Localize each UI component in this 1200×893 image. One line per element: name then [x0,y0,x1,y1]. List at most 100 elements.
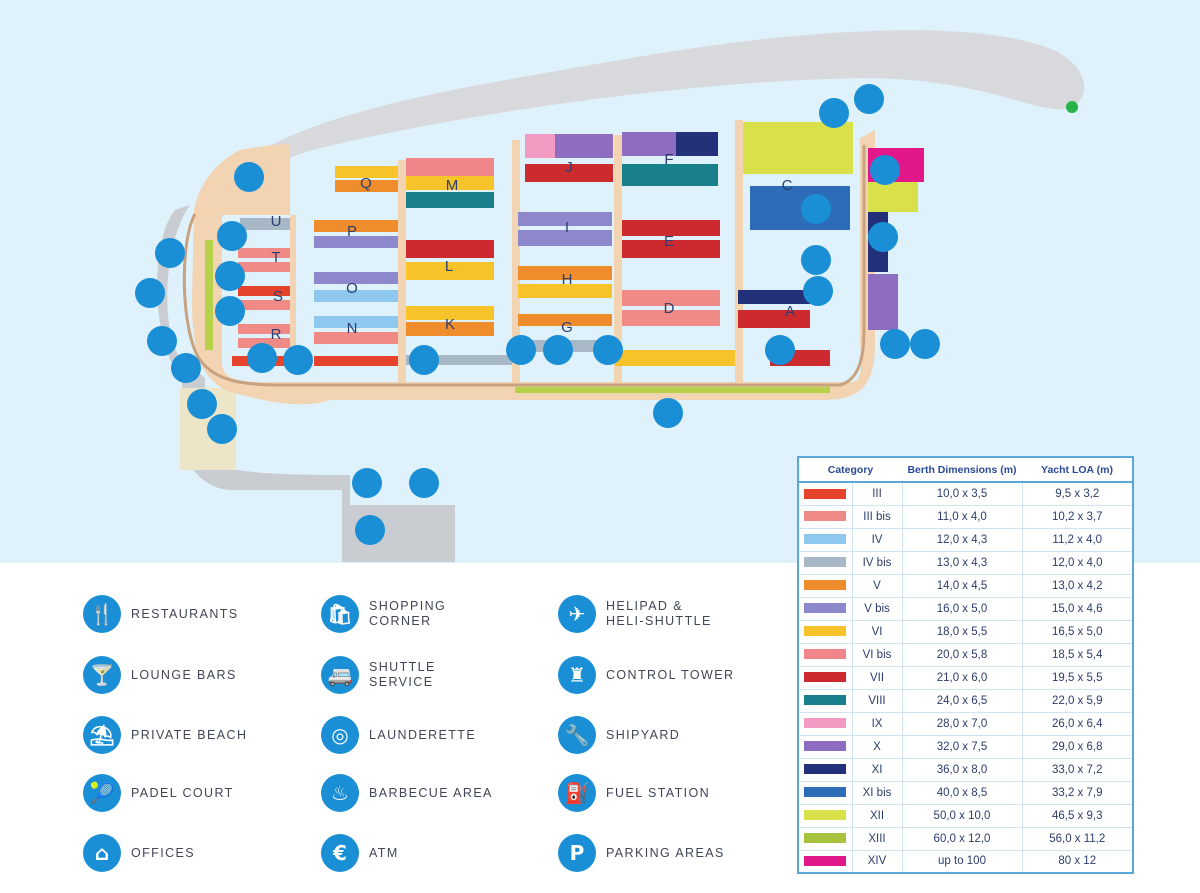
category-swatch-cell [798,689,853,713]
berth-block [518,314,612,326]
category-color-swatch [804,649,847,660]
berth-dimensions-cell: 21,0 x 6,0 [902,666,1023,690]
category-color-swatch [804,856,847,867]
berth-block [406,262,494,280]
restaurant-icon [880,329,910,359]
pier-spine [735,120,743,382]
berth-dimensions-header: Berth Dimensions (m) [902,457,1022,483]
legend-label: ATM [369,845,399,860]
yacht-loa-cell: 29,0 x 6,8 [1022,735,1133,759]
legend-item: ♨BARBECUE AREA [321,771,493,815]
berth-dimensions-cell: up to 100 [902,850,1023,874]
pier-letter: U [271,213,282,230]
legend-item: 🍸LOUNGE BARS [83,653,237,697]
restaurant-icon [543,335,573,365]
category-color-swatch [804,557,847,568]
category-cell: XIV [852,850,903,874]
category-cell: XII [852,804,903,828]
legend-label: OFFICES [131,845,195,860]
berth-block [314,356,398,366]
pier-letter: R [271,326,282,343]
atm-icon [506,335,536,365]
control-tower-icon: ♜ [558,656,596,694]
category-color-swatch [804,787,847,798]
restaurant-icon: 🍴 [83,595,121,633]
yacht-loa-cell: 56,0 x 11,2 [1022,827,1133,851]
parking-icon [868,222,898,252]
berth-dimensions-cell: 24,0 x 6,5 [902,689,1023,713]
berth-dimensions-cell: 20,0 x 5,8 [902,643,1023,667]
category-swatch-cell [798,620,853,644]
launderette-icon: ◎ [321,716,359,754]
shopping-icon [147,326,177,356]
parking-icon [355,515,385,545]
berth-block [622,310,720,326]
berth-block [406,192,494,208]
berth-dimensions-cell: 18,0 x 5,5 [902,620,1023,644]
marina-promenade [192,130,875,405]
yacht-loa-cell: 33,0 x 7,2 [1022,758,1133,782]
pier-letter: Q [360,175,372,192]
berth-dimensions-cell: 40,0 x 8,5 [902,781,1023,805]
berth-block [238,248,290,258]
berth-block [314,236,398,248]
restaurant-icon [409,345,439,375]
legend-label: PARKING AREAS [606,845,725,860]
category-swatch-cell [798,666,853,690]
category-swatch-cell [798,482,853,506]
pier-letter: H [562,271,573,288]
yacht-loa-cell: 80 x 12 [1022,850,1133,874]
pier-letter: G [561,319,573,336]
breakwater-light [1066,101,1078,113]
category-color-swatch [804,810,847,821]
barbecue-icon: ♨ [321,774,359,812]
green-strip [205,240,213,350]
shopping-icon: 🛍 [321,595,359,633]
category-color-swatch [804,695,847,706]
legend-item: 🚐SHUTTLE SERVICE [321,653,436,697]
legend-item: 🎾PADEL COURT [83,771,234,815]
berth-block [238,286,290,296]
pier-letter: J [565,159,573,176]
pier-letter: M [446,177,459,194]
pier-letter: O [346,280,358,297]
helipad-icon [409,468,439,498]
pier-letter: P [347,223,357,240]
berth-block [622,290,720,306]
parking-icon [653,398,683,428]
restaurant-icon [215,296,245,326]
category-color-swatch [804,488,847,499]
yacht-loa-cell: 11,2 x 4,0 [1022,528,1133,552]
restaurant-icon [217,221,247,251]
parking-icon [135,278,165,308]
legend-label: CONTROL TOWER [606,667,735,682]
category-cell: III [852,482,903,506]
pier-letter: D [664,300,675,317]
yacht-loa-cell: 15,0 x 4,6 [1022,597,1133,621]
yacht-loa-cell: 19,5 x 5,5 [1022,666,1133,690]
category-color-swatch [804,741,847,752]
category-color-swatch [804,603,847,614]
berth-dimensions-cell: 11,0 x 4,0 [902,505,1023,529]
berth-block [676,132,718,156]
category-color-swatch [804,764,847,775]
category-swatch-cell [798,505,853,529]
legend-label: LAUNDERETTE [369,727,477,742]
offices-icon [171,353,201,383]
pier-spine [512,140,520,382]
legend-label: FUEL STATION [606,785,711,800]
berth-block [622,240,720,258]
barbecue-icon [870,155,900,185]
restaurant-icon [803,276,833,306]
legend-item: ◎ LAUNDERETTE [321,713,476,757]
yacht-loa-cell: 16,5 x 5,0 [1022,620,1133,644]
